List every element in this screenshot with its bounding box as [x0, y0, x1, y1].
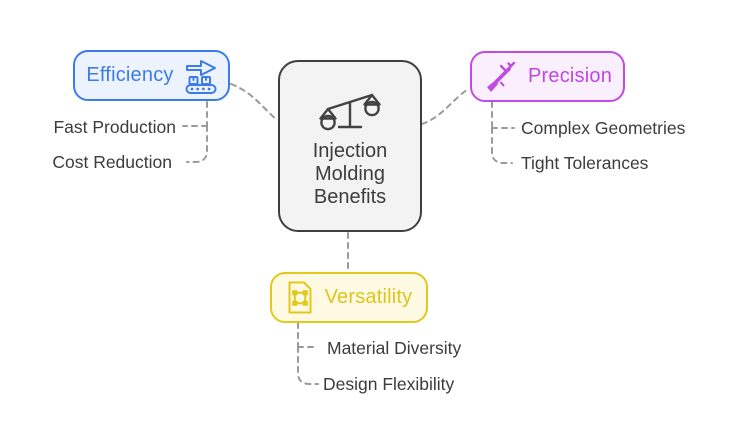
node-efficiency-label: Efficiency [86, 64, 174, 86]
node-versatility: Versatility [270, 272, 428, 323]
conveyor-belt-arrow-icon [185, 58, 217, 94]
center-title-line-2: Molding [314, 163, 386, 185]
vector-shape-file-icon [286, 281, 314, 314]
leaf-complex-geometries: Complex Geometries [521, 118, 686, 138]
leaf-cost-reduction: Cost Reduction [52, 152, 172, 172]
rifle-icon [483, 60, 517, 94]
balance-scale-icon [318, 84, 382, 132]
connector-efficiency-center [230, 83, 278, 121]
center-node-title: Injection Molding Benefits [313, 140, 388, 209]
connector-efficiency-children [182, 101, 208, 163]
node-versatility-label: Versatility [324, 286, 413, 308]
node-efficiency: Efficiency [73, 50, 230, 101]
node-precision: Precision [470, 51, 625, 102]
connector-precision-children [491, 101, 515, 164]
leaf-fast-production: Fast Production [53, 117, 176, 137]
center-node-injection-molding-benefits: Injection Molding Benefits [278, 60, 422, 232]
leaf-design-flexibility: Design Flexibility [323, 374, 455, 394]
center-title-line-3: Benefits [313, 186, 387, 208]
connector-versatility-children [297, 322, 319, 385]
leaf-material-diversity: Material Diversity [327, 338, 462, 358]
node-precision-label: Precision [527, 65, 613, 87]
leaf-tight-tolerances: Tight Tolerances [521, 153, 649, 173]
connector-center-precision [421, 88, 469, 125]
center-title-line-1: Injection [312, 140, 388, 162]
